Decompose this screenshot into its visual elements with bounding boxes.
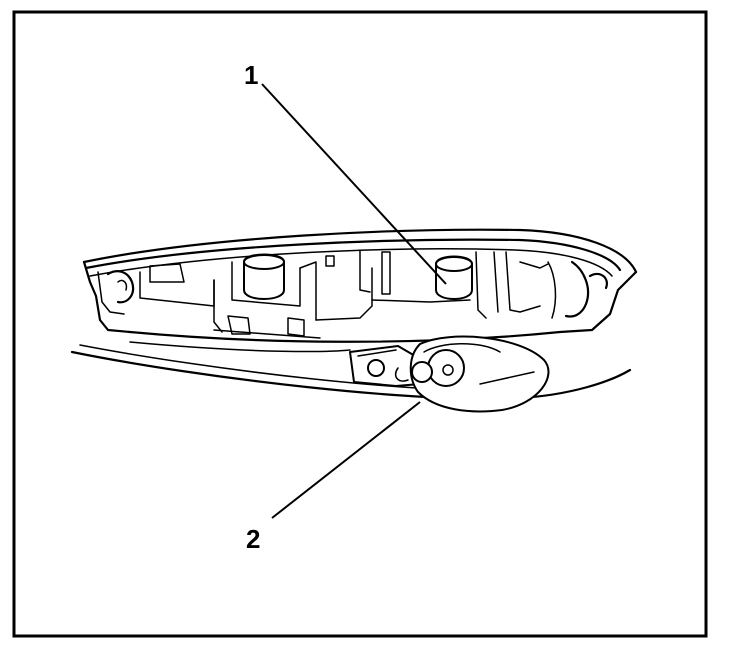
callout-1: 1	[244, 60, 258, 90]
bulb-socket-left	[243, 253, 285, 300]
bulb-socket-right	[435, 255, 473, 300]
leader-line-2	[271, 401, 421, 519]
bulb-socket-removed	[349, 335, 550, 413]
callout-2: 2	[246, 524, 260, 554]
lamp-housing	[82, 228, 638, 353]
leader-line-1	[261, 83, 447, 285]
diagram-frame	[12, 10, 708, 638]
